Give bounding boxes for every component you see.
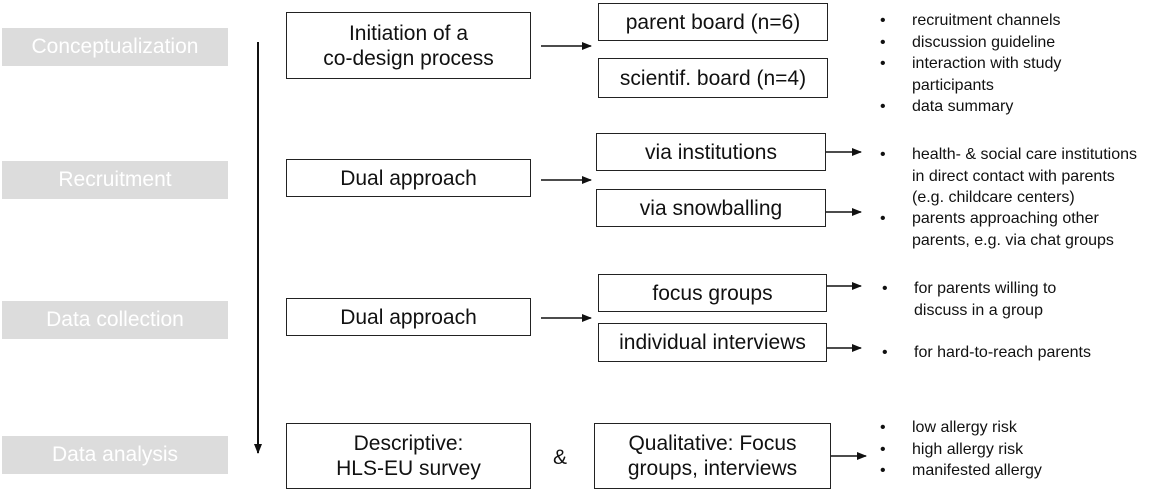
bullet-dot: •	[880, 210, 886, 227]
bullet-item: • interaction with study participants	[880, 53, 1061, 96]
qualitative-line2: groups, interviews	[627, 457, 798, 480]
bullet-dot: •	[880, 462, 886, 479]
bullet-item: • data summary	[880, 96, 1061, 118]
via-snowballing-box: via snowballing	[596, 189, 826, 227]
qualitative-line1: Qualitative: Focus	[628, 432, 797, 455]
focus-groups-box: focus groups	[598, 274, 827, 312]
bullet-dot: •	[880, 33, 886, 51]
bullet-text: high allergy risk	[912, 440, 1024, 458]
bullets-data-analysis: • low allergy risk • high allergy risk • mani…	[880, 417, 1042, 482]
bullet-text: manifested allergy	[912, 462, 1042, 479]
bullet-item: • parents approaching other parents, e.g. …	[880, 208, 1114, 251]
bullet-text: interaction with study	[912, 55, 1062, 72]
bullet-item: • health- & social care institutions in di…	[880, 144, 1137, 209]
scientific-board-box: scientif. board (n=4)	[598, 58, 828, 98]
bullet-dot: •	[880, 55, 886, 72]
bullet-text: parents approaching other	[912, 210, 1099, 227]
via-institutions-box: via institutions	[596, 133, 826, 171]
initiation-line2: co-design process	[323, 46, 494, 70]
bullet-text: participants	[912, 76, 994, 94]
phase-data-collection: Data collection	[2, 301, 228, 339]
bullet-dot: •	[880, 440, 886, 458]
bullet-text: discussion guideline	[912, 33, 1056, 51]
bullets-institutions: • health- & social care institutions in di…	[880, 144, 1137, 209]
descriptive-box: Descriptive: HLS-EU survey	[286, 423, 531, 489]
bullet-dot: •	[880, 419, 886, 436]
bullet-dot: •	[880, 98, 886, 115]
bullet-item: • high allergy risk	[880, 439, 1042, 461]
bullet-text: recruitment channels	[912, 12, 1061, 29]
bullet-dot: •	[882, 344, 888, 361]
initiation-line1: Initiation of a	[348, 21, 469, 45]
bullet-item: • for hard-to-reach parents	[882, 342, 1091, 364]
bullet-item: • low allergy risk	[880, 417, 1042, 439]
phase-data-analysis: Data analysis	[2, 436, 228, 474]
bullets-interviews: • for hard-to-reach parents	[882, 342, 1091, 364]
bullet-text: health- & social care institutions	[912, 146, 1137, 163]
bullet-dot: •	[882, 280, 888, 297]
bullet-text: in direct contact with parents	[912, 167, 1115, 185]
dual-approach-recruitment-box: Dual approach	[286, 159, 531, 197]
dual-approach-collection-box: Dual approach	[286, 298, 531, 336]
bullet-dot: •	[880, 146, 886, 163]
bullet-text: data summary	[912, 98, 1014, 115]
bullet-text: for hard-to-reach parents	[914, 344, 1091, 361]
phase-conceptualization: Conceptualization	[2, 28, 228, 66]
bullet-item: • for parents willing to discuss in a grou…	[882, 278, 1056, 321]
bullet-text: discuss in a group	[914, 301, 1043, 319]
phase-recruitment: Recruitment	[2, 161, 228, 199]
ampersand: &	[553, 446, 568, 469]
descriptive-line1: Descriptive:	[353, 432, 464, 455]
bullets-conceptualization: • recruitment channels • discussion guideli…	[880, 10, 1061, 118]
bullet-item: • manifested allergy	[880, 460, 1042, 482]
individual-interviews-box: individual interviews	[598, 323, 827, 362]
bullet-dot: •	[880, 12, 886, 29]
qualitative-box: Qualitative: Focus groups, interviews	[594, 423, 831, 489]
bullet-text: low allergy risk	[912, 419, 1017, 436]
parent-board-box: parent board (n=6)	[598, 3, 828, 41]
bullet-text: parents, e.g. via chat groups	[912, 231, 1114, 249]
descriptive-line2: HLS-EU survey	[336, 457, 481, 480]
bullet-item: • discussion guideline	[880, 32, 1061, 54]
bullets-snowballing: • parents approaching other parents, e.g. …	[880, 208, 1114, 251]
bullets-focus-groups: • for parents willing to discuss in a grou…	[882, 278, 1056, 321]
bullet-text: (e.g. childcare centers)	[912, 189, 1075, 206]
initiation-box: Initiation of a co-design process	[286, 12, 531, 79]
bullet-item: • recruitment channels	[880, 10, 1061, 32]
bullet-text: for parents willing to	[914, 280, 1057, 297]
